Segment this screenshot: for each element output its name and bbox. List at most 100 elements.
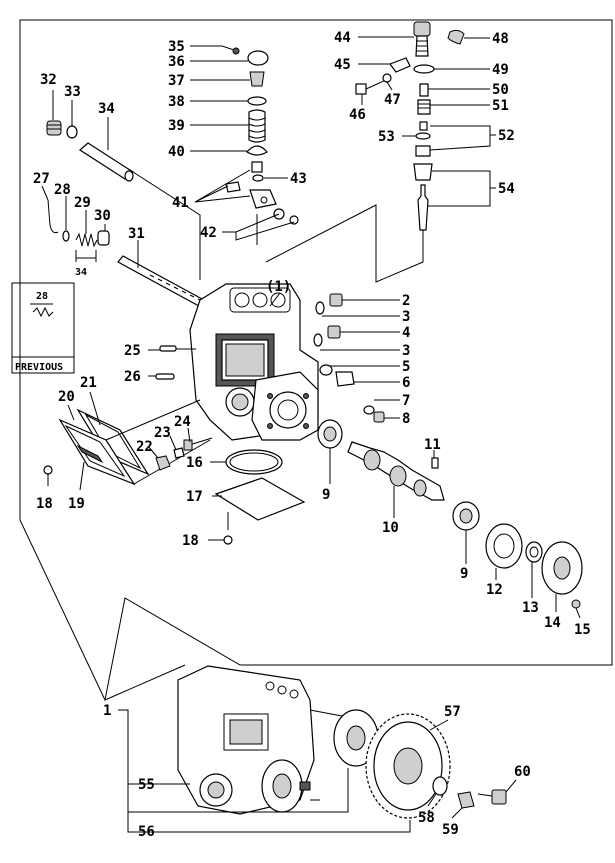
cap-part-48 bbox=[447, 29, 465, 45]
frame-pointer-to-lower-view bbox=[104, 664, 186, 701]
callout-55: 55 bbox=[138, 777, 155, 793]
pump-assembly-view bbox=[177, 665, 315, 815]
washer-part-23 bbox=[173, 447, 185, 459]
cover-part-17 bbox=[214, 477, 306, 521]
callout-13: 13 bbox=[522, 600, 539, 616]
plug-part-4 bbox=[327, 325, 341, 339]
callout-44: 44 bbox=[334, 30, 351, 46]
previous-version-box: 28 PREVIOUS bbox=[11, 282, 75, 374]
pump-body-housing bbox=[189, 283, 319, 441]
callout-50: 50 bbox=[492, 82, 509, 98]
plunger-element-part-54 bbox=[413, 163, 433, 231]
o-ring-part-7 bbox=[363, 405, 375, 415]
callout-15: 15 bbox=[574, 622, 591, 638]
callout-2: 2 bbox=[402, 293, 410, 309]
o-ring-part-49 bbox=[413, 64, 435, 74]
gasket-part-3a bbox=[315, 301, 325, 315]
cap-nut-part-36 bbox=[247, 50, 269, 66]
bearing-part-9a bbox=[317, 419, 343, 449]
valve-part-52 bbox=[415, 121, 431, 157]
callout-3b: 3 bbox=[402, 343, 410, 359]
spring-part-51 bbox=[417, 99, 431, 115]
callout-35: 35 bbox=[168, 39, 185, 55]
screw-part-18a bbox=[43, 465, 53, 486]
spring-part-29 bbox=[75, 232, 98, 248]
lever-part-45 bbox=[389, 57, 411, 73]
callout-42: 42 bbox=[200, 225, 217, 241]
screw-part-15 bbox=[571, 599, 581, 619]
o-ring-part-16 bbox=[225, 449, 283, 475]
callout-29: 29 bbox=[74, 195, 91, 211]
gasket-part-3b bbox=[313, 333, 323, 347]
gasket-part-38 bbox=[247, 96, 267, 106]
callout-24: 24 bbox=[174, 414, 191, 430]
valve-seat-part-41 bbox=[225, 161, 277, 209]
upper-frame-outline bbox=[19, 19, 613, 702]
callout-18b: 18 bbox=[182, 533, 199, 549]
callout-33: 33 bbox=[64, 84, 81, 100]
callout-11: 11 bbox=[424, 437, 441, 453]
plunger-part-50 bbox=[419, 83, 429, 97]
spring-part-39 bbox=[248, 109, 266, 143]
callout-30: 30 bbox=[94, 208, 111, 224]
callout-51: 51 bbox=[492, 98, 509, 114]
gear-part-57 bbox=[365, 713, 451, 819]
callout-34: 34 bbox=[98, 101, 115, 117]
nut-part-22 bbox=[155, 455, 171, 471]
callout-21: 21 bbox=[80, 375, 97, 391]
bearing-part-9b bbox=[452, 501, 480, 531]
plug-part-8 bbox=[373, 411, 385, 423]
callout-54: 54 bbox=[498, 181, 515, 197]
callout-36: 36 bbox=[168, 54, 185, 70]
plug-part-6 bbox=[335, 371, 355, 387]
camshaft-part-10 bbox=[347, 441, 445, 501]
callout-14: 14 bbox=[544, 615, 561, 631]
callout-17: 17 bbox=[186, 489, 203, 505]
callout-9a: 9 bbox=[322, 487, 330, 503]
name-plate-part-19 bbox=[76, 444, 104, 464]
callout-39: 39 bbox=[168, 118, 185, 134]
o-ring-part-33 bbox=[66, 125, 78, 139]
key-part-11 bbox=[431, 457, 439, 469]
callout-25: 25 bbox=[124, 343, 141, 359]
callout-6: 6 bbox=[402, 375, 410, 391]
bearing-cover-part-14 bbox=[541, 541, 583, 595]
callout-27: 27 bbox=[33, 171, 50, 187]
washer-part-43 bbox=[252, 174, 264, 182]
shim-part-12 bbox=[485, 523, 523, 569]
bolt-part-24 bbox=[183, 437, 213, 451]
callout-60: 60 bbox=[514, 764, 531, 780]
callout-48: 48 bbox=[492, 31, 509, 47]
collar-part-30 bbox=[97, 230, 110, 246]
callout-32: 32 bbox=[40, 72, 57, 88]
callout-5: 5 bbox=[402, 359, 410, 375]
callout-57: 57 bbox=[444, 704, 461, 720]
callout-12: 12 bbox=[486, 582, 503, 598]
callout-4: 4 bbox=[402, 325, 410, 341]
holder-part-37 bbox=[249, 71, 265, 87]
dimension-label: 34 bbox=[75, 267, 87, 278]
callout-16: 16 bbox=[186, 455, 203, 471]
collar-part-13 bbox=[525, 541, 543, 563]
pin-part-25 bbox=[159, 345, 177, 352]
callout-53: 53 bbox=[378, 129, 395, 145]
callout-58: 58 bbox=[418, 810, 435, 826]
callout-56: 56 bbox=[138, 824, 155, 840]
callout-28: 28 bbox=[54, 182, 71, 198]
callout-1: 1 bbox=[103, 703, 111, 719]
washer-part-58 bbox=[432, 776, 448, 796]
callout-59: 59 bbox=[442, 822, 459, 838]
callout-7: 7 bbox=[402, 393, 410, 409]
callout-18a: 18 bbox=[36, 496, 53, 512]
plug-part-32 bbox=[46, 120, 62, 136]
screw-part-18b bbox=[223, 512, 233, 545]
callout-49: 49 bbox=[492, 62, 509, 78]
callout-20: 20 bbox=[58, 389, 75, 405]
washer-part-5 bbox=[319, 364, 333, 376]
callout-19: 19 bbox=[68, 496, 85, 512]
previous-part-number: 28 bbox=[36, 291, 48, 302]
callout-37: 37 bbox=[168, 73, 185, 89]
callout-45: 45 bbox=[334, 57, 351, 73]
callout-47: 47 bbox=[384, 92, 401, 108]
